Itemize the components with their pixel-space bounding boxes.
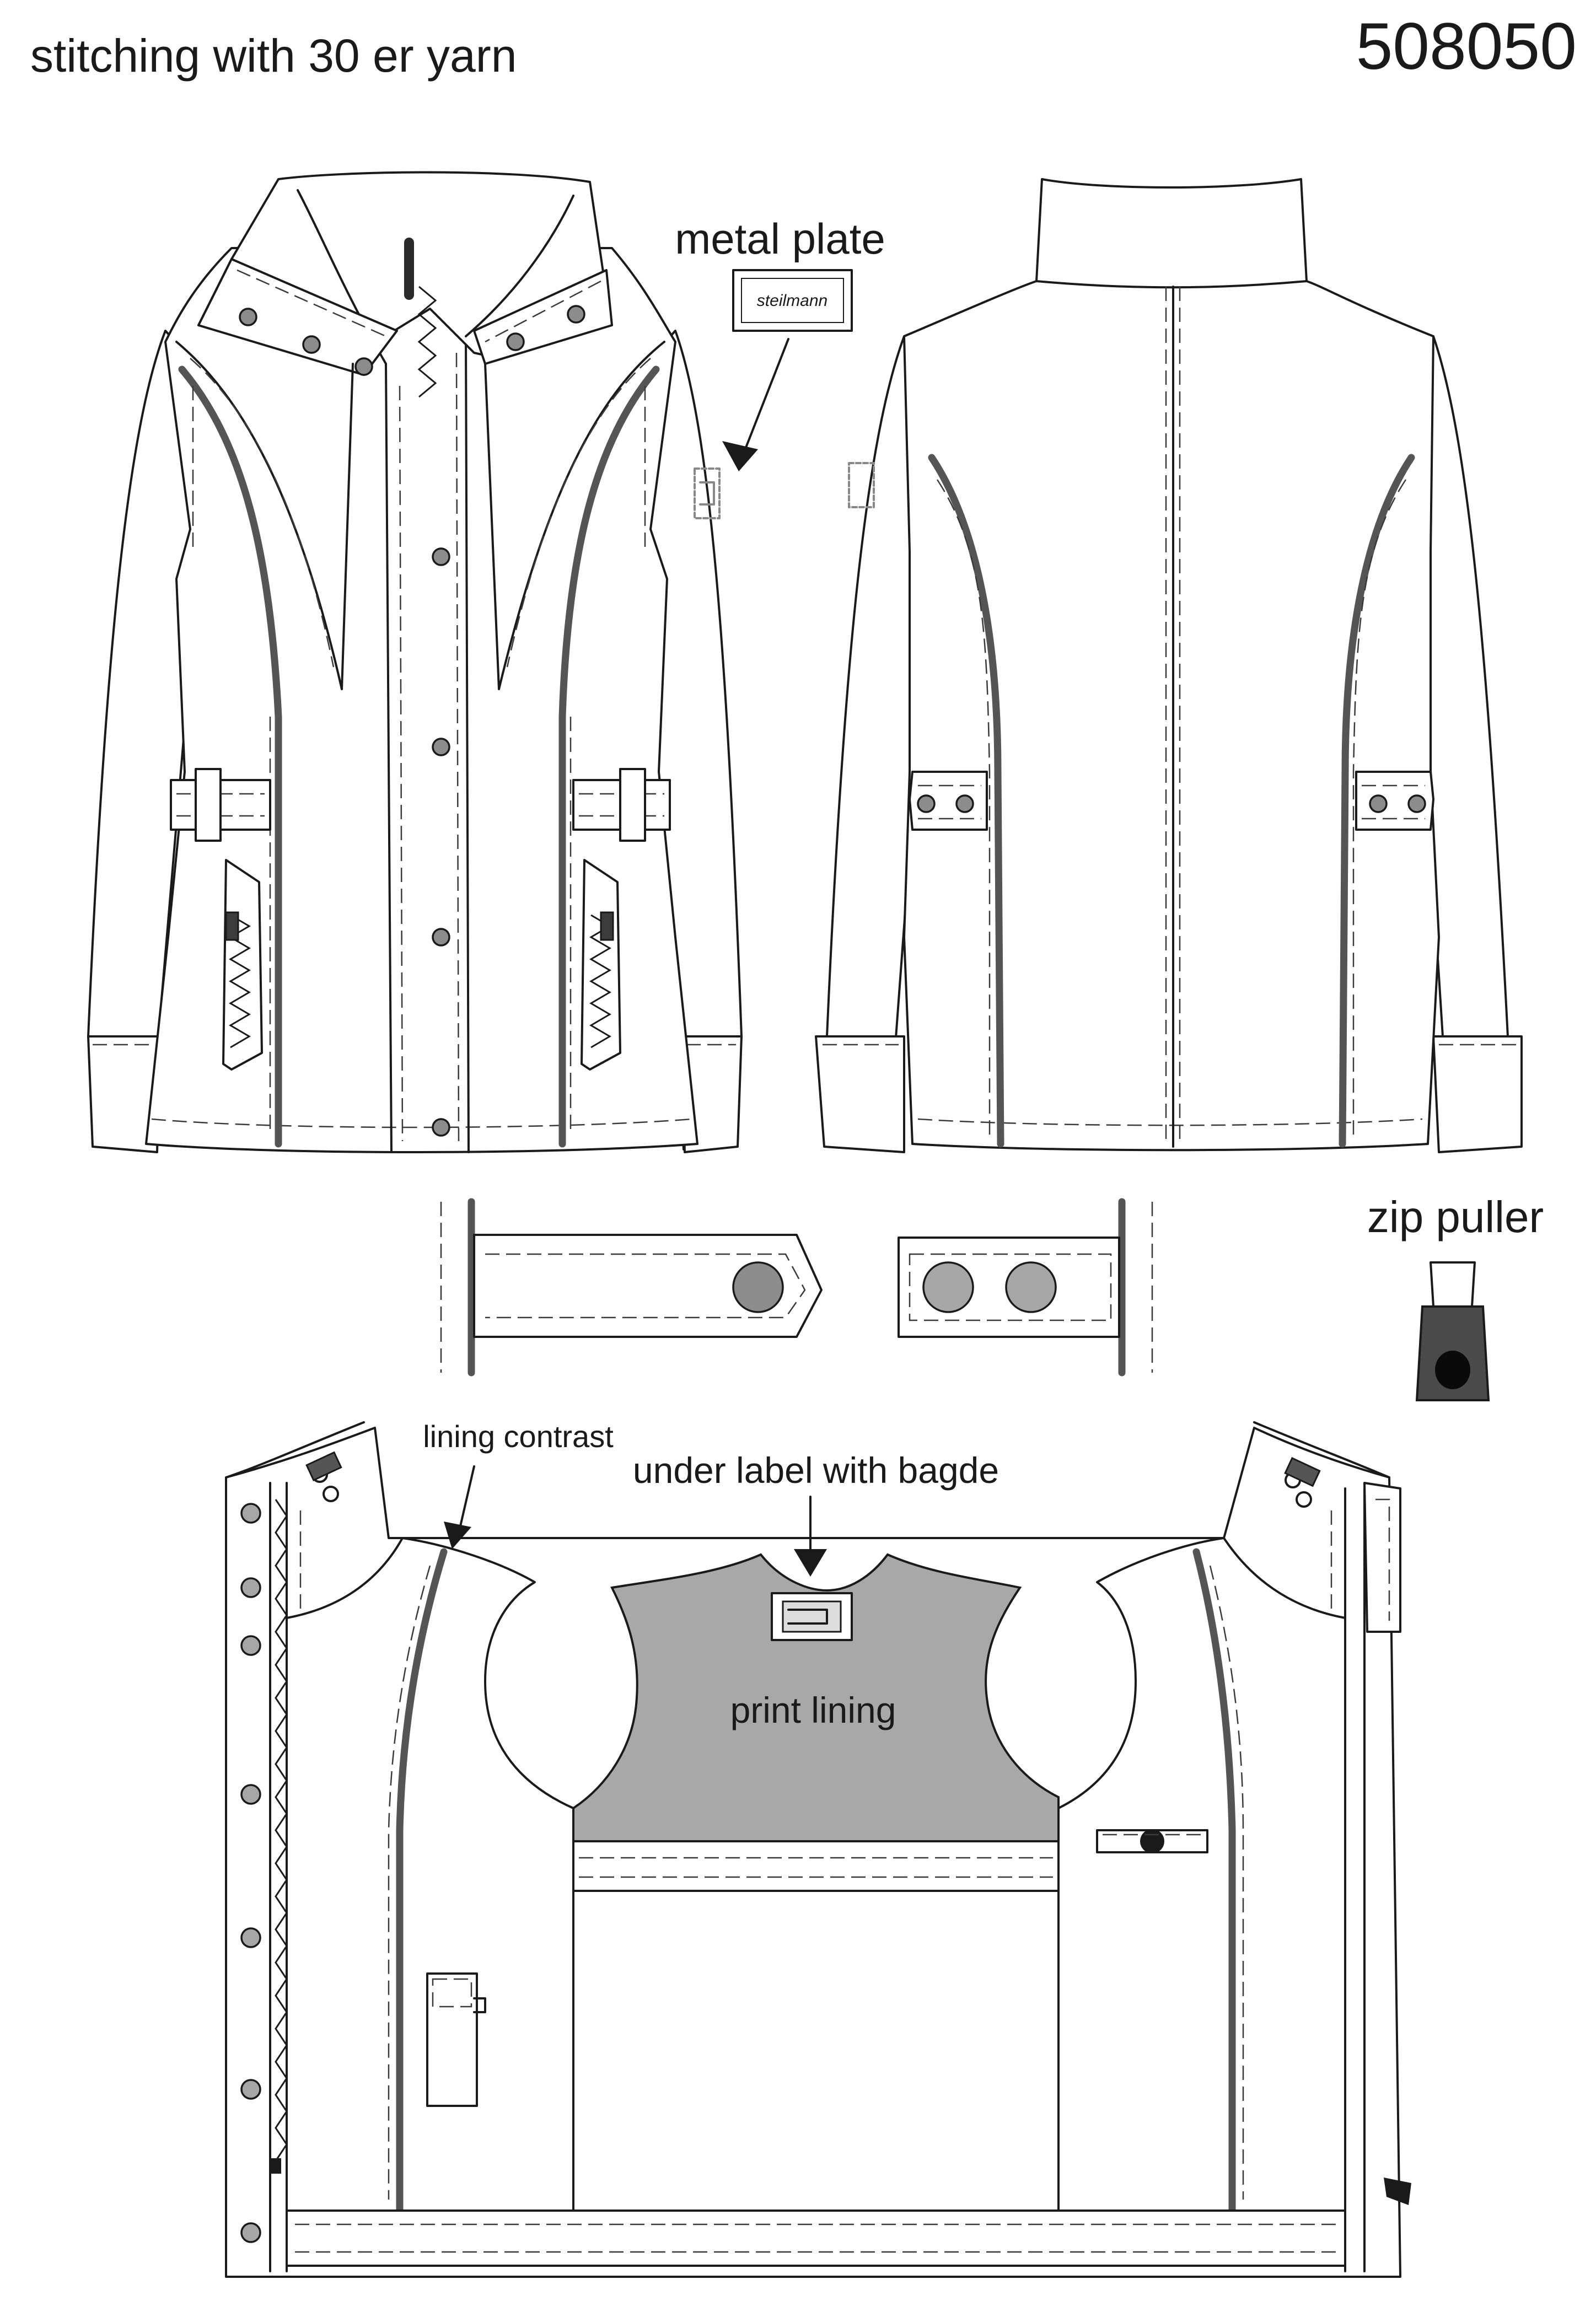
metal-plate-icon: steilmann [732,269,853,332]
tab-detail-left [440,1198,823,1377]
zip-puller-label: zip puller [1367,1192,1544,1241]
print-lining-label: print lining [730,1690,896,1730]
zip-puller-icon [1415,1261,1490,1401]
jacket-back-view [815,178,1523,1153]
stitching-note: stitching with 30 er yarn [30,30,517,82]
lining-contrast-label: lining contrast [423,1419,614,1454]
hook-left [305,1451,342,1502]
under-label-label: under label with bagde [633,1450,999,1491]
metal-plate-label: metal plate [675,214,885,263]
jacket-inside-view [225,1421,1411,2278]
style-number: 508050 [1356,9,1577,83]
tab-detail-right [898,1198,1153,1377]
metal-plate-brand: steilmann [757,292,827,310]
metal-plate-arrow [738,338,789,467]
hook-right [1284,1457,1321,1508]
jacket-front-view [87,171,743,1153]
